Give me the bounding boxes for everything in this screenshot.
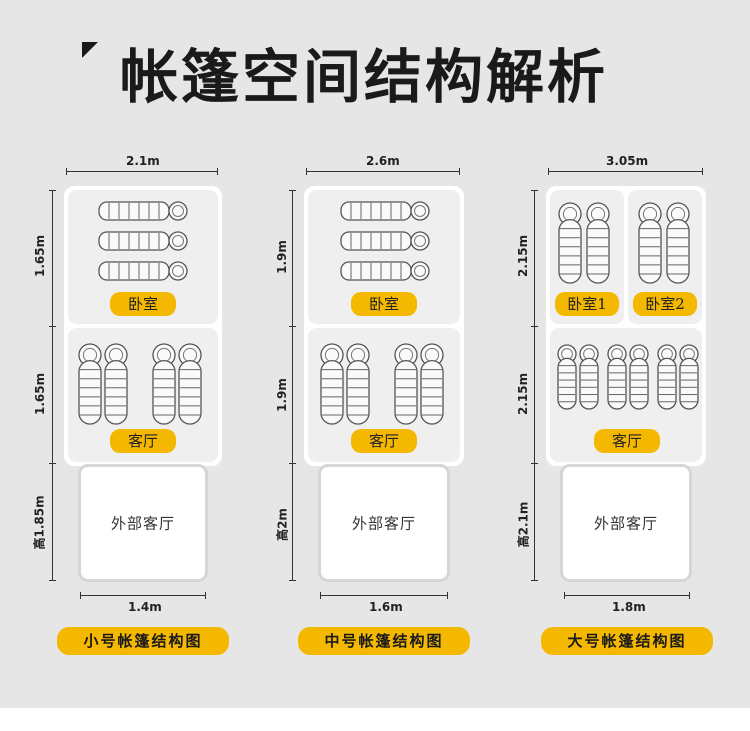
- living-room-label: 客厅: [351, 429, 417, 453]
- sleeping-bag-horizontal-icon: [340, 231, 430, 251]
- sleeping-bag-vertical-icon: [178, 343, 202, 425]
- tent-caption: 中号帐篷结构图: [298, 627, 470, 655]
- outdoor-width-label: 1.8m: [612, 600, 646, 614]
- sleeping-bag-vertical-icon: [394, 343, 418, 425]
- sleeping-bag-vertical-icon: [657, 344, 677, 410]
- page-title: 帐篷空间结构解析: [120, 43, 609, 111]
- top-width-line: [66, 171, 218, 172]
- living-height-label: 1.65m: [33, 372, 47, 415]
- outdoor-living-area: 外部客厅: [318, 464, 450, 582]
- sleeping-bag-vertical-icon: [638, 202, 662, 284]
- sleeping-bag-vertical-icon: [557, 344, 577, 410]
- bedroom-height-label: 2.15m: [516, 234, 530, 277]
- sleeping-bag-horizontal-icon: [340, 201, 430, 221]
- bedroom-label: 卧室: [351, 292, 417, 316]
- sleeping-bag-vertical-icon: [679, 344, 699, 410]
- bedroom-height-label: 1.65m: [33, 234, 47, 277]
- living-room-label: 客厅: [110, 429, 176, 453]
- tent-caption: 大号帐篷结构图: [541, 627, 713, 655]
- outdoor-living-area: 外部客厅: [560, 464, 692, 582]
- outdoor-height-label: 高1.85m: [32, 495, 47, 550]
- living-room-label: 客厅: [594, 429, 660, 453]
- living-height-label: 1.9m: [275, 378, 289, 412]
- sleeping-bag-vertical-icon: [666, 202, 690, 284]
- sleeping-bag-horizontal-icon: [98, 201, 188, 221]
- living-height-label: 2.15m: [516, 372, 530, 415]
- bottom-margin: [0, 708, 750, 731]
- outdoor-label: 外部客厅: [110, 514, 175, 533]
- top-width-label: 2.1m: [126, 154, 160, 168]
- sleeping-bag-vertical-icon: [420, 343, 444, 425]
- bedroom-1-label: 卧室1: [555, 292, 619, 316]
- sleeping-bag-vertical-icon: [579, 344, 599, 410]
- sleeping-bag-vertical-icon: [586, 202, 610, 284]
- bedroom-2-label: 卧室2: [633, 292, 697, 316]
- corner-bracket-icon: [82, 42, 98, 58]
- tent-caption: 小号帐篷结构图: [57, 627, 229, 655]
- sleeping-bag-vertical-icon: [78, 343, 102, 425]
- outdoor-height-label: 高2m: [275, 508, 290, 541]
- outdoor-width-label: 1.4m: [128, 600, 162, 614]
- outdoor-label: 外部客厅: [593, 514, 658, 533]
- top-width-label: 3.05m: [606, 154, 649, 168]
- sleeping-bag-vertical-icon: [558, 202, 582, 284]
- outdoor-height-label: 高2.1m: [516, 501, 531, 548]
- outdoor-living-area: 外部客厅: [78, 464, 208, 582]
- sleeping-bag-horizontal-icon: [98, 231, 188, 251]
- bedroom-height-label: 1.9m: [275, 240, 289, 274]
- sleeping-bag-vertical-icon: [346, 343, 370, 425]
- outdoor-label: 外部客厅: [351, 514, 416, 533]
- bedroom-label: 卧室: [110, 292, 176, 316]
- sleeping-bag-horizontal-icon: [340, 261, 430, 281]
- sleeping-bag-vertical-icon: [629, 344, 649, 410]
- sleeping-bag-vertical-icon: [607, 344, 627, 410]
- top-width-label: 2.6m: [366, 154, 400, 168]
- sleeping-bag-vertical-icon: [320, 343, 344, 425]
- outdoor-width-label: 1.6m: [369, 600, 403, 614]
- sleeping-bag-vertical-icon: [152, 343, 176, 425]
- sleeping-bag-vertical-icon: [104, 343, 128, 425]
- sleeping-bag-horizontal-icon: [98, 261, 188, 281]
